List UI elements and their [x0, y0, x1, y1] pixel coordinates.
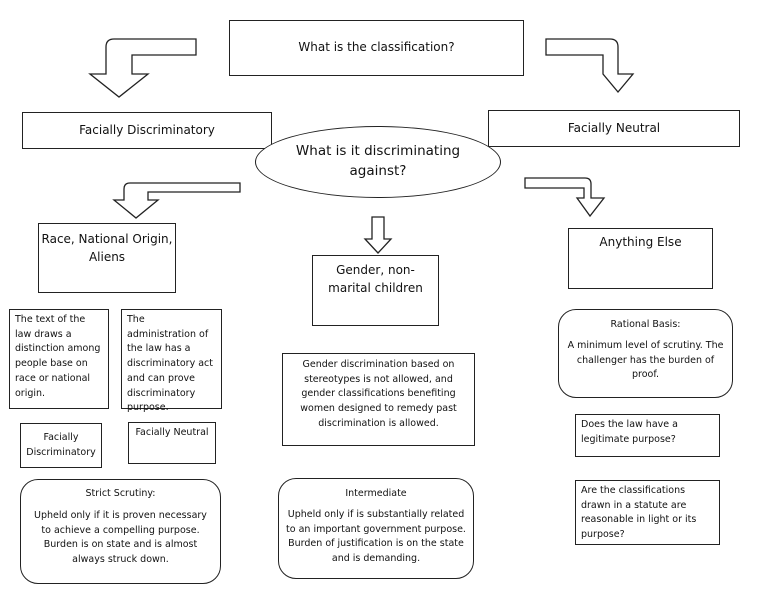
sub-facially-discriminatory-label: Facially Discriminatory: [26, 431, 96, 458]
strict-scrutiny-title: Strict Scrutiny:: [85, 488, 156, 499]
intermediate-scrutiny-title: Intermediate: [345, 488, 407, 499]
strict-scrutiny-box: Strict Scrutiny: Upheld only if it is pr…: [20, 479, 221, 584]
legitimate-purpose-text: Does the law have a legitimate purpose?: [581, 419, 678, 445]
sub-facially-neutral-label: Facially Neutral: [135, 427, 209, 438]
arrow-top-right: [545, 38, 635, 94]
race-category-box: Race, National Origin, Aliens: [38, 223, 176, 293]
arrow-mid-left: [112, 182, 241, 219]
intermediate-scrutiny-box: Intermediate Upheld only if is substanti…: [278, 478, 474, 579]
rational-basis-text: A minimum level of scrutiny. The challen…: [567, 340, 724, 381]
administration-of-law-text: The administration of the law has a disc…: [127, 314, 213, 414]
facially-discriminatory-label: Facially Discriminatory: [79, 122, 215, 137]
reasonable-classification-text: Are the classifications drawn in a statu…: [581, 485, 697, 541]
classification-question: What is the classification?: [298, 40, 455, 55]
arrow-mid-right: [524, 177, 606, 218]
discriminating-against-ellipse: What is it discriminating against?: [255, 126, 501, 198]
sub-facially-discriminatory-box: Facially Discriminatory: [20, 423, 102, 468]
legitimate-purpose-box: Does the law have a legitimate purpose?: [575, 414, 720, 457]
text-of-law-box: The text of the law draws a distinction …: [9, 309, 109, 409]
discriminating-against-question: What is it discriminating against?: [295, 143, 461, 179]
anything-else-box: Anything Else: [568, 228, 713, 289]
facially-discriminatory-box: Facially Discriminatory: [22, 112, 272, 149]
administration-of-law-box: The administration of the law has a disc…: [121, 309, 222, 413]
sub-facially-neutral-box: Facially Neutral: [128, 422, 216, 464]
arrow-mid-down: [363, 216, 393, 254]
rational-basis-title: Rational Basis:: [610, 319, 681, 330]
text-of-law-text: The text of the law draws a distinction …: [15, 314, 101, 399]
classification-question-box: What is the classification?: [229, 20, 524, 76]
rational-basis-box: Rational Basis: A minimum level of scrut…: [558, 309, 733, 398]
intermediate-scrutiny-text: Upheld only if is substantially related …: [286, 509, 466, 565]
strict-scrutiny-text: Upheld only if it is proven necessary to…: [34, 510, 207, 566]
arrow-top-left: [88, 38, 197, 98]
anything-else-label: Anything Else: [599, 235, 682, 249]
gender-discrimination-box: Gender discrimination based on stereotyp…: [282, 353, 475, 446]
reasonable-classification-box: Are the classifications drawn in a statu…: [575, 480, 720, 545]
gender-category-box: Gender, non-marital children: [312, 255, 439, 326]
facially-neutral-label: Facially Neutral: [567, 120, 661, 135]
gender-category-label: Gender, non-marital children: [328, 263, 423, 295]
race-category-label: Race, National Origin, Aliens: [41, 232, 173, 264]
facially-neutral-box: Facially Neutral: [488, 110, 740, 147]
gender-discrimination-text: Gender discrimination based on stereotyp…: [300, 359, 457, 429]
